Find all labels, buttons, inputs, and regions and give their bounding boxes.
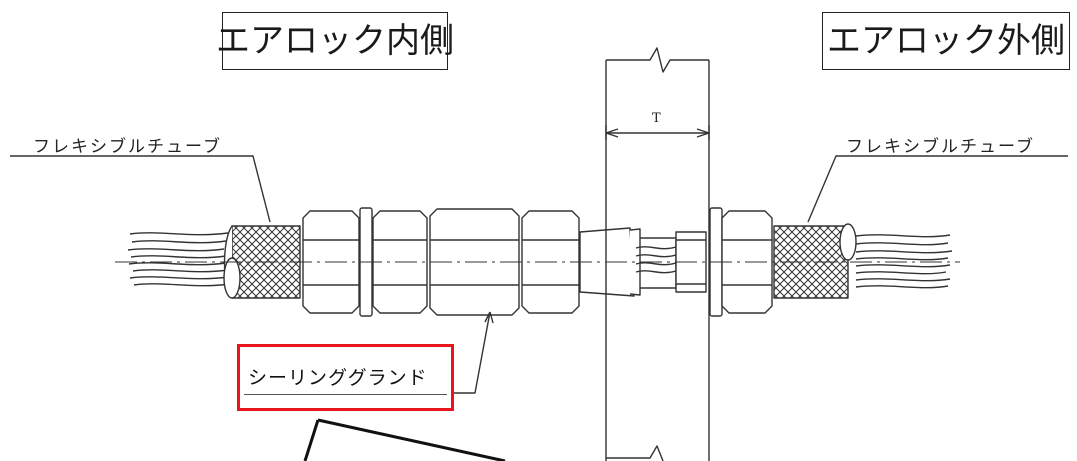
thickness-label: T <box>652 111 661 126</box>
sealing-gland-label: シーリンググランド <box>248 367 428 389</box>
tube-label-right: フレキシブルチューブ <box>846 137 1035 157</box>
inside-title-box: エアロック内側 <box>216 12 454 70</box>
inside-title: エアロック内側 <box>216 21 454 61</box>
dimension-t <box>605 125 710 140</box>
callout-line-left <box>303 419 320 461</box>
left-flexible-tube <box>223 225 301 299</box>
leader-sealing-gland <box>454 311 491 394</box>
tube-label-left: フレキシブルチューブ <box>33 137 222 157</box>
right-flexible-tube <box>773 223 857 299</box>
sealing-gland-underline <box>244 394 447 395</box>
sealing-gland-highlight: シーリンググランド <box>237 344 454 411</box>
outside-title-box: エアロック外側 <box>822 12 1070 70</box>
penetration-wires <box>635 237 677 289</box>
outside-title: エアロック外側 <box>827 21 1065 61</box>
right-cable-wires <box>855 234 953 289</box>
leader-left-tube <box>10 155 271 223</box>
leader-right-tube <box>807 155 1068 223</box>
callout-line-right <box>317 418 506 461</box>
left-cable-wires <box>127 232 231 287</box>
